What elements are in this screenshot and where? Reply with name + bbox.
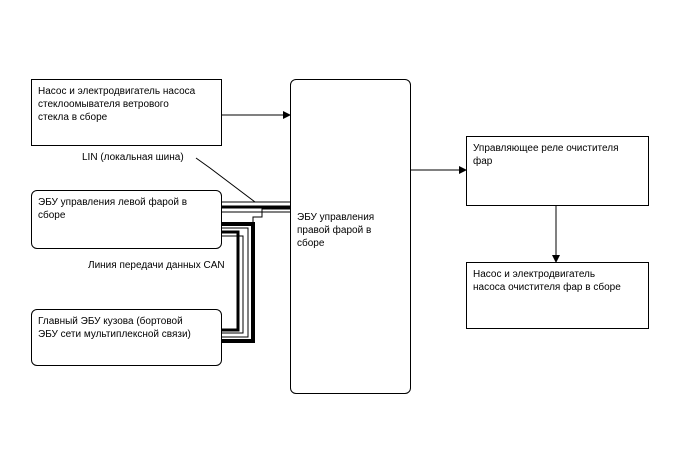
cleaner-relay-box: Управляющее реле очистителя фар bbox=[466, 136, 649, 206]
left-ecu-bus bbox=[221, 201, 291, 213]
lin-label: LIN (локальная шина) bbox=[82, 152, 184, 163]
can-label: Линия передачи данных CAN bbox=[88, 260, 225, 271]
lin-leader-line bbox=[195, 157, 256, 203]
left-headlight-ecu-box: ЭБУ управления левой фарой в сборе bbox=[31, 190, 222, 249]
cleaner-pump-box: Насос и электродвигатель насоса очистите… bbox=[466, 262, 649, 329]
washer-pump-box: Насос и электродвигатель насоса стеклоом… bbox=[31, 79, 222, 146]
can-bus-line bbox=[221, 208, 291, 343]
body-ecu-box: Главный ЭБУ кузова (бортовой ЭБУ сети му… bbox=[31, 309, 222, 366]
right-headlight-ecu-box: ЭБУ управления правой фарой в сборе bbox=[290, 79, 411, 394]
